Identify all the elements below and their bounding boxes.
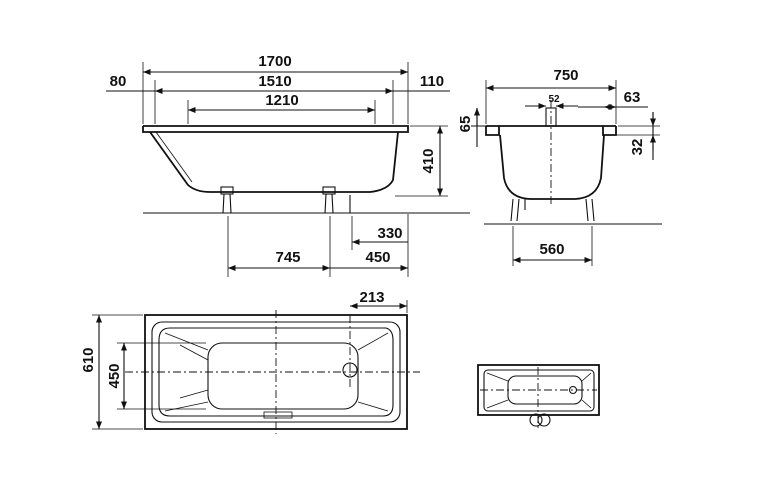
rim-outline (142, 125, 409, 133)
dim-label-plan-width-total: 610 (80, 347, 97, 372)
end-feet (510, 198, 595, 222)
plan-view: 610 450 213 (80, 289, 420, 434)
dim-label-foot-height: 330 (377, 225, 402, 242)
small-plan-corner-lines (486, 372, 592, 409)
dim-label-plan-width-bottom: 450 (106, 363, 123, 388)
side-elevation-view: 1700 1510 80 110 1210 410 330 745 450 (106, 53, 470, 277)
tub-inner-line (155, 131, 193, 183)
dim-label-feet-spacing: 745 (275, 249, 300, 266)
plan-view-small (477, 364, 600, 428)
foot-right (322, 186, 336, 214)
plan-corner-lines (164, 332, 389, 412)
small-plan-inner (483, 369, 595, 412)
end-elevation-view: 750 52 63 65 32 560 (457, 67, 662, 266)
tub-body-outline (149, 131, 399, 193)
dim-label-width-total: 750 (553, 67, 578, 84)
small-plan-overflow-fitting (529, 413, 543, 427)
end-rim-left (485, 126, 500, 136)
plan-overflow (263, 411, 293, 419)
dim-label-rim-lip: 32 (629, 139, 646, 156)
plan-tub-edge (158, 327, 394, 417)
end-tub-body (499, 134, 605, 200)
end-rim-right (602, 126, 617, 136)
dim-label-drain-width: 52 (548, 94, 560, 105)
dim-label-rim-left: 80 (110, 73, 127, 90)
dim-label-length-total: 1700 (258, 53, 291, 70)
dim-label-length-bottom: 1210 (265, 92, 298, 109)
foot-left (220, 186, 234, 214)
dim-label-rim-height: 65 (457, 116, 474, 133)
dim-label-height: 410 (420, 148, 437, 173)
dim-label-rim-right: 110 (420, 73, 444, 90)
dim-label-drain-offset: 213 (359, 289, 384, 306)
dim-label-feet-width: 560 (539, 241, 564, 258)
dim-label-rim-overhang: 63 (624, 89, 641, 106)
dim-label-length-inner: 1510 (258, 73, 291, 90)
dim-label-foot-offset: 450 (365, 249, 390, 266)
plan-tub-bottom (207, 342, 359, 410)
